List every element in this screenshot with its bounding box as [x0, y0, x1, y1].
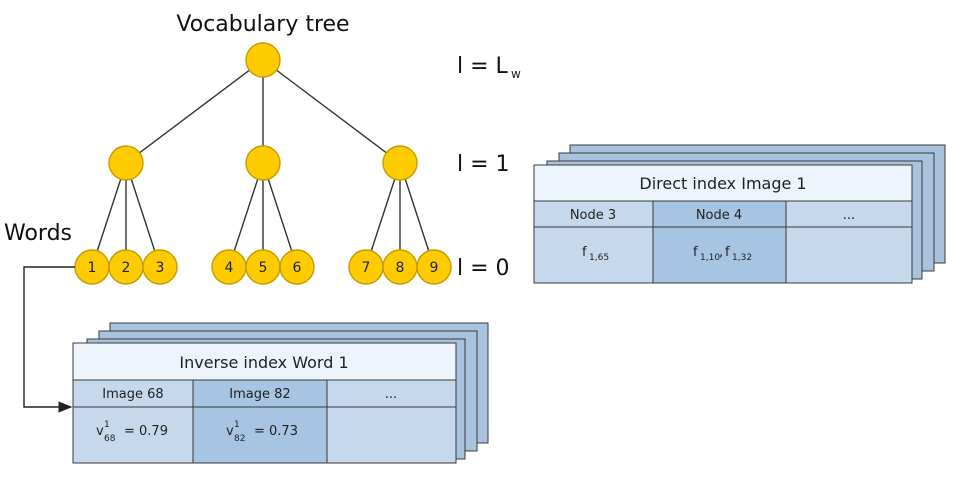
leaf-nodes: 1 2 3 4 5 6 7 8 — [74, 249, 452, 285]
inverse-index-cell-image-82: v 1 82 = 0.73 — [226, 420, 298, 444]
weight-subscript: 68 — [104, 434, 116, 444]
inverse-index-header-more: ... — [385, 387, 397, 402]
direct-index-table: Direct index Image 1 Node 3 Node 4 ... f… — [533, 164, 913, 284]
edge-root-right — [262, 59, 401, 164]
level-label-leaf: l = 0 — [457, 256, 510, 281]
root-node — [245, 42, 281, 78]
level-label-top-main: l = L — [457, 54, 509, 79]
direct-index-header-more: ... — [843, 208, 855, 223]
leaf-node-8: 8 — [382, 249, 418, 285]
feature-subscript: 1,65 — [589, 253, 609, 263]
leaf-label: 9 — [430, 260, 439, 276]
edge-left-leaf-3 — [125, 162, 161, 268]
leaf-node-1: 1 — [74, 249, 110, 285]
level-1-node-left — [108, 145, 144, 181]
edge-middle-leaf-4 — [228, 162, 264, 268]
leaf-label: 7 — [362, 260, 371, 276]
direct-index-title: Direct index Image 1 — [639, 174, 806, 193]
direct-index-cell-node-4: f 1,10 , f 1,32 — [693, 245, 752, 263]
tree-nodes — [108, 42, 418, 181]
leaf-label: 4 — [225, 260, 234, 276]
direct-index-cell-node-3: f 1,65 — [582, 245, 609, 263]
words-to-inverse-index-arrow — [23, 266, 75, 413]
edge-right-leaf-9 — [399, 162, 435, 268]
level-label-mid: l = 1 — [457, 152, 510, 177]
leaf-node-2: 2 — [108, 249, 144, 285]
leaf-label: 3 — [156, 260, 165, 276]
inverse-index-stack: Inverse index Word 1 Image 68 Image 82 .… — [72, 322, 489, 464]
feature-symbol: f — [582, 245, 587, 260]
inverse-index-title: Inverse index Word 1 — [179, 353, 348, 372]
feature-subscript: 1,32 — [732, 253, 752, 263]
leaf-node-7: 7 — [348, 249, 384, 285]
edge-root-left — [125, 59, 264, 164]
leaf-label: 5 — [259, 260, 268, 276]
feature-symbol: f — [725, 245, 730, 260]
weight-value: = 0.73 — [254, 424, 298, 439]
level-1-node-right — [382, 145, 418, 181]
inverse-index-table: Inverse index Word 1 Image 68 Image 82 .… — [72, 342, 457, 464]
leaf-node-3: 3 — [142, 249, 178, 285]
inverse-index-grid — [72, 342, 457, 464]
inverse-index-header-image-82: Image 82 — [229, 387, 290, 402]
words-label: Words — [4, 221, 72, 246]
weight-symbol: v — [226, 424, 234, 439]
leaf-label: 2 — [122, 260, 131, 276]
inverse-index-cell-image-68: v 1 68 = 0.79 — [96, 420, 168, 444]
leaf-label: 8 — [396, 260, 405, 276]
leaf-node-6: 6 — [279, 249, 315, 285]
edge-right-leaf-7 — [365, 162, 401, 268]
feature-subscript: 1,10 — [700, 253, 720, 263]
weight-subscript: 82 — [234, 434, 245, 444]
level-label-top-sub: w — [511, 67, 521, 81]
level-1-node-middle — [245, 145, 281, 181]
feature-separator: , — [719, 245, 723, 260]
edge-left-leaf-1 — [91, 162, 127, 268]
direct-index-grid — [533, 164, 913, 284]
feature-symbol: f — [693, 245, 698, 260]
direct-index-stack: Direct index Image 1 Node 3 Node 4 ... f… — [533, 144, 946, 284]
weight-symbol: v — [96, 424, 104, 439]
weight-superscript: 1 — [234, 420, 240, 430]
inverse-index-header-image-68: Image 68 — [102, 387, 163, 402]
weight-value: = 0.79 — [124, 424, 168, 439]
direct-index-header-node-3: Node 3 — [570, 208, 616, 223]
direct-index-header-node-4: Node 4 — [696, 208, 742, 223]
leaf-node-9: 9 — [416, 249, 452, 285]
leaf-node-4: 4 — [211, 249, 247, 285]
weight-superscript: 1 — [104, 420, 110, 430]
edge-middle-leaf-6 — [262, 162, 298, 268]
leaf-label: 1 — [88, 260, 97, 276]
leaf-node-5: 5 — [245, 249, 281, 285]
leaf-label: 6 — [293, 260, 302, 276]
tree-title: Vocabulary tree — [176, 12, 349, 37]
level-label-top: l = L w — [457, 54, 521, 81]
